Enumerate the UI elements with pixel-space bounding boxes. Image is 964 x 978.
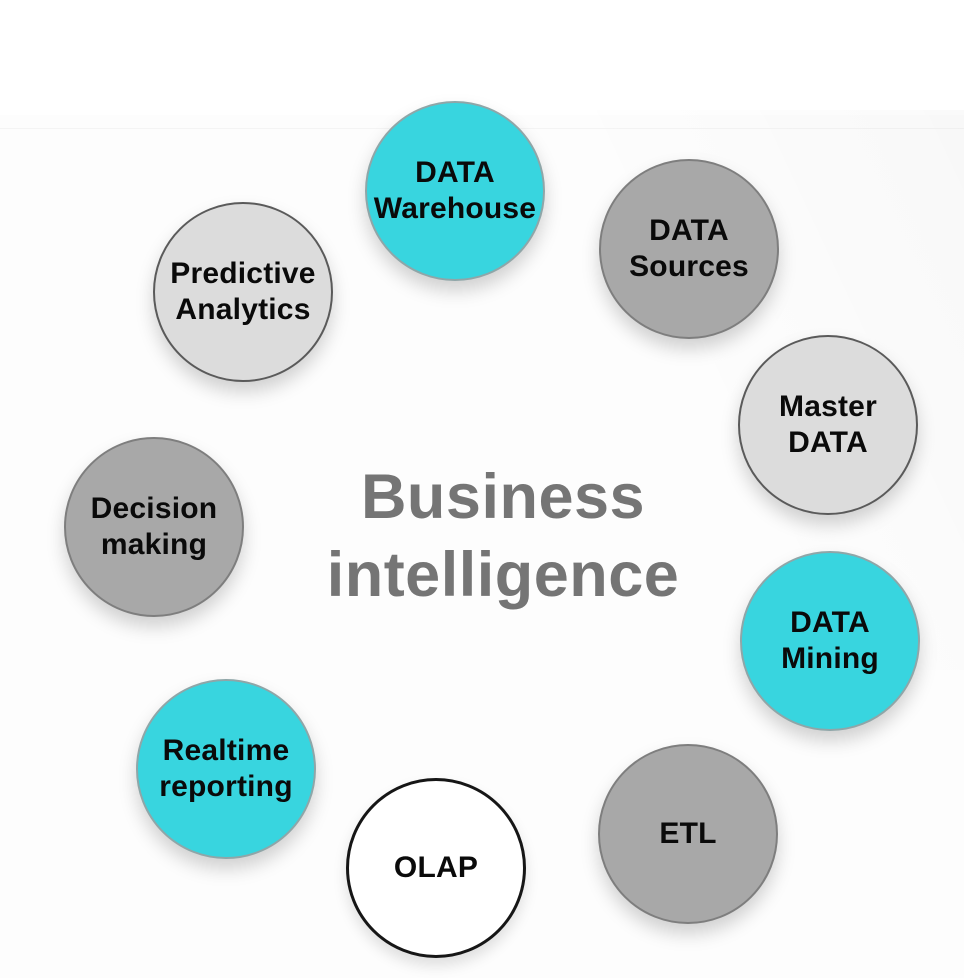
diagram-title: Business intelligence <box>253 458 753 614</box>
node-predictive-analytics-label: Predictive Analytics <box>170 257 316 326</box>
node-realtime-reporting-label: Realtime reporting <box>159 734 293 803</box>
node-etl-label: ETL <box>659 817 717 850</box>
node-realtime-reporting: Realtime reporting <box>136 679 316 859</box>
node-data-sources: DATA Sources <box>599 159 779 339</box>
node-data-mining-label: DATA Mining <box>781 606 879 675</box>
node-etl: ETL <box>598 744 778 924</box>
node-master-data: Master DATA <box>738 335 918 515</box>
node-data-mining: DATA Mining <box>740 551 920 731</box>
node-decision-making-label: Decision making <box>90 492 218 561</box>
node-predictive-analytics: Predictive Analytics <box>153 202 333 382</box>
node-data-warehouse-label: DATA Warehouse <box>373 156 537 225</box>
node-olap-label: OLAP <box>393 851 479 884</box>
diagram-title-line1: Business <box>360 462 646 532</box>
node-olap: OLAP <box>346 778 526 958</box>
node-master-data-label: Master DATA <box>779 390 877 459</box>
diagram-title-line2: intelligence <box>326 540 680 610</box>
node-decision-making: Decision making <box>64 437 244 617</box>
node-data-sources-label: DATA Sources <box>629 214 749 283</box>
node-data-warehouse: DATA Warehouse <box>365 101 545 281</box>
